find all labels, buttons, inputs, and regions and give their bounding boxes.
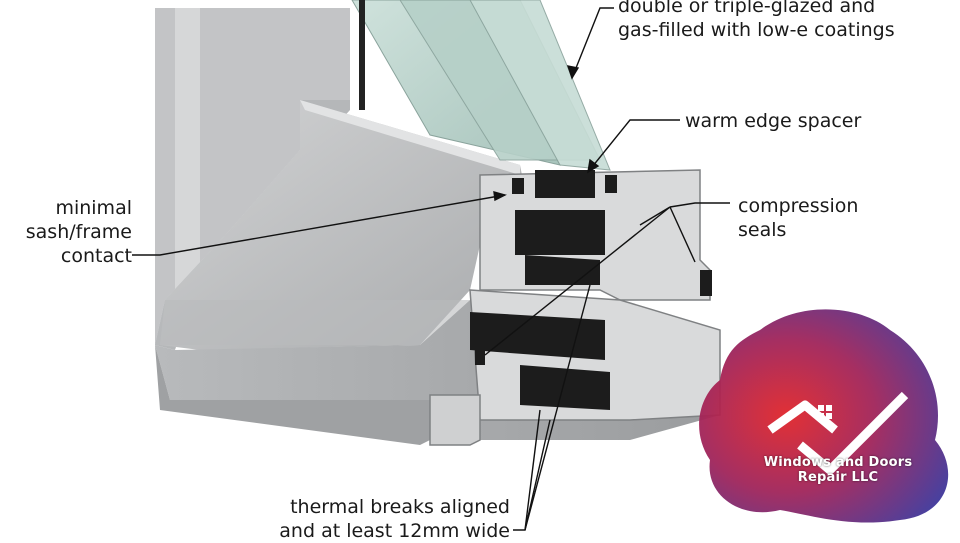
thermal-breaks-label: thermal breaks aligned and at least 12mm… (256, 495, 510, 543)
house-check-icon (767, 391, 909, 475)
minimal-label-line1: minimal (55, 197, 132, 219)
leader-lines (132, 7, 730, 531)
sash-face (160, 100, 525, 350)
seals-label-line2: seals (738, 219, 787, 241)
glazing-label-line2: gas-filled with low-e coatings (618, 19, 895, 41)
seals-label-line1: compression (738, 195, 859, 217)
minimal-label-line3: contact (60, 245, 132, 267)
glazing-label-line1: double or triple-glazed and (618, 0, 876, 17)
company-logo (699, 309, 949, 523)
thermal-label-line1: thermal breaks aligned (290, 496, 510, 518)
glazing-label: double or triple-glazed and gas-filled w… (618, 0, 895, 42)
minimal-label-line2: sash/frame (25, 221, 132, 243)
thermal-label-line2: and at least 12mm wide (279, 520, 510, 542)
glazing-panes (351, 0, 611, 171)
minimal-contact-label: minimal sash/frame contact (12, 196, 132, 268)
compression-seals-label: compression seals (738, 194, 858, 242)
spacer-label: warm edge spacer (685, 110, 862, 132)
company-name: Windows and Doors Repair LLC (763, 455, 913, 485)
